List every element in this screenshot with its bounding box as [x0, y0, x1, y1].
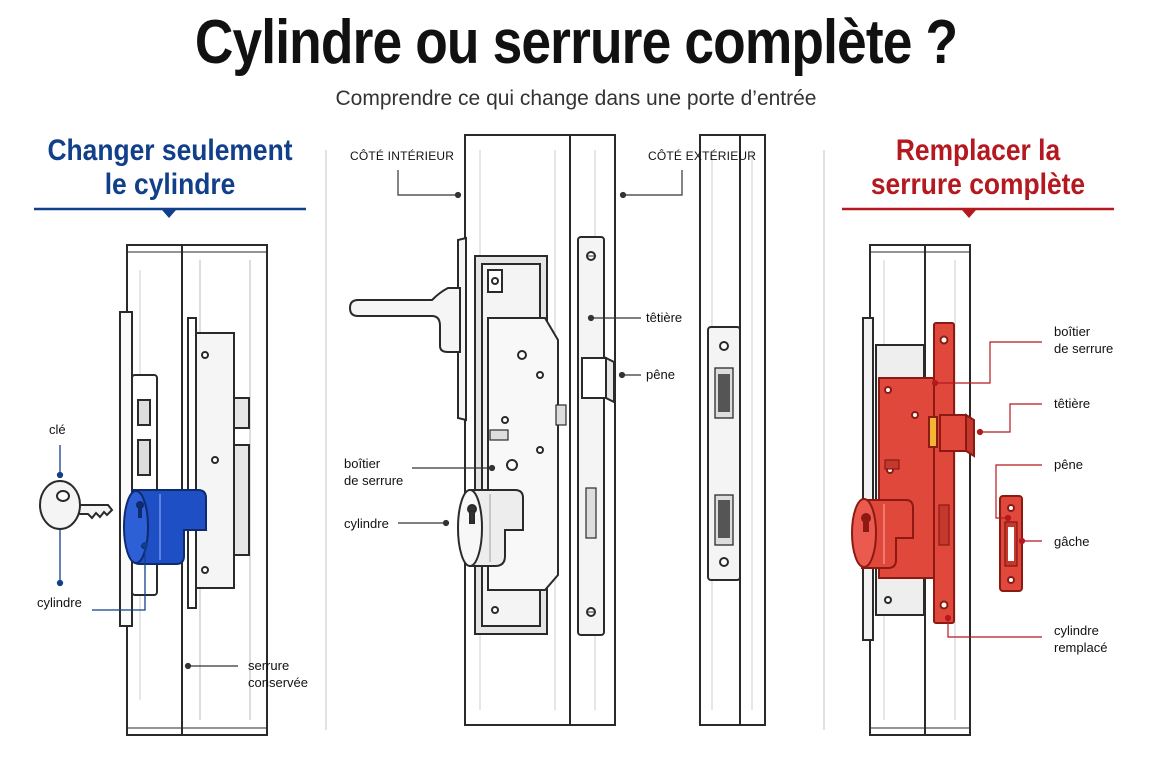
label-cylinder-replaced-line1: cylindre [1054, 623, 1099, 638]
left-lock-kept-leader [184, 662, 238, 670]
left-panel-title-line1: Changer seulement [47, 134, 293, 167]
center-bolt [581, 356, 615, 404]
right-bolt-red [928, 413, 975, 458]
right-faceplate-red [933, 322, 955, 624]
left-leader-lines [56, 445, 149, 611]
panel-dividers [325, 150, 825, 730]
label-lock-kept-line2: conservée [248, 675, 308, 690]
left-panel-title-line2: le cylindre [104, 168, 236, 201]
label-cylinder-replaced-line2: remplacé [1054, 640, 1108, 655]
right-panel-title-line2: serrure complète [870, 168, 1086, 201]
label-right-lock-box-line1: boîtier [1054, 324, 1091, 339]
label-right-faceplate: têtière [1054, 396, 1091, 411]
left-key-icon [39, 480, 114, 530]
label-lock-kept-line1: serrure [248, 658, 290, 673]
right-cylinder-red [851, 498, 914, 569]
left-title-underline [34, 207, 306, 218]
label-lock-kept: serrure conservée [248, 657, 308, 691]
right-leader-lines [931, 341, 1042, 638]
label-center-lock-box: boîtier de serrure [344, 455, 403, 489]
right-title-underline [842, 207, 1114, 218]
label-center-cylinder: cylindre [344, 516, 389, 531]
page-title: Cylindre ou serrure complète ? [194, 8, 958, 77]
label-cylinder-replaced: cylindre remplacé [1054, 622, 1107, 656]
right-strike-plate-red [999, 495, 1023, 592]
label-outside: CÔTÉ EXTÉRIEUR [648, 149, 757, 163]
label-center-lock-box-line2: de serrure [344, 473, 404, 488]
center-cylinder [457, 489, 524, 567]
label-center-lock-box-line1: boîtier [344, 456, 381, 471]
right-panel-title-line1: Remplacer la [895, 134, 1061, 167]
label-key: clé [49, 422, 66, 437]
door-handle [348, 236, 467, 422]
strike-plate-outer [707, 326, 741, 581]
label-right-bolt: pêne [1054, 457, 1083, 472]
left-panel-title: Changer seulement le cylindre [47, 134, 293, 202]
label-right-strike: gâche [1054, 534, 1090, 549]
page-subtitle: Comprendre ce qui change dans une porte … [335, 87, 817, 110]
center-faceplate [577, 236, 605, 636]
label-right-lock-box: boîtier de serrure [1054, 323, 1113, 357]
right-panel-title: Remplacer la serrure complète [855, 134, 1101, 202]
label-center-bolt: pêne [646, 367, 675, 382]
center-lock-box [474, 255, 567, 635]
label-center-faceplate: têtière [646, 310, 683, 325]
label-right-lock-box-line2: de serrure [1054, 341, 1114, 356]
center-leader-lines [397, 170, 683, 527]
label-inside: CÔTÉ INTÉRIEUR [350, 149, 455, 163]
label-left-cylinder: cylindre [37, 595, 82, 610]
